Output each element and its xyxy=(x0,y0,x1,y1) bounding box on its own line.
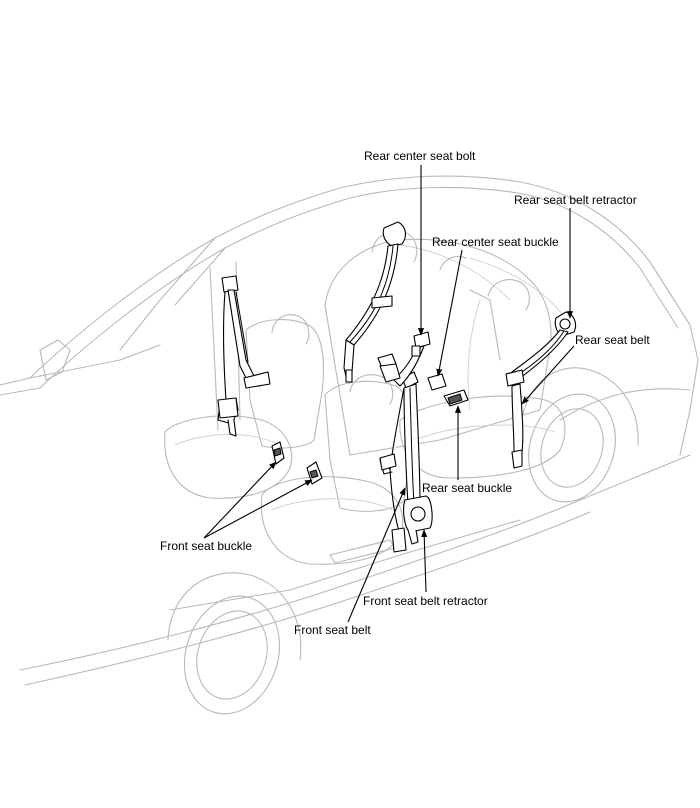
callout-labels: Rear center seat bolt Rear seat belt ret… xyxy=(160,149,650,637)
rear-center-seat-bolt xyxy=(393,331,431,387)
front-left-seat xyxy=(164,314,325,499)
label-rear-center-seat-buckle: Rear center seat buckle xyxy=(432,235,559,249)
label-rear-seat-belt: Rear seat belt xyxy=(575,333,650,347)
leader-front-seat-buckle-right xyxy=(203,479,313,539)
rear-right-seat-belt xyxy=(505,329,569,469)
front-left-seat-belt xyxy=(217,275,271,437)
rear-seat-buckle xyxy=(443,389,469,407)
leader-lines xyxy=(203,165,575,623)
leader-front-seat-buckle-left xyxy=(203,461,277,539)
rear-bench-seat xyxy=(324,230,566,479)
leader-rear-center-seat-buckle xyxy=(436,249,463,377)
car-body-outline xyxy=(0,175,699,715)
label-front-seat-belt-retractor: Front seat belt retractor xyxy=(363,594,488,608)
label-front-seat-buckle: Front seat buckle xyxy=(160,539,252,553)
leader-rear-seat-belt xyxy=(521,345,575,405)
leader-front-seat-belt-retractor xyxy=(421,529,428,593)
rear-center-seat-buckle xyxy=(377,353,447,391)
label-rear-seat-belt-retractor: Rear seat belt retractor xyxy=(514,193,637,207)
leader-front-seat-belt xyxy=(347,487,406,623)
front-left-seat-buckle xyxy=(271,441,285,465)
rear-left-seat-belt xyxy=(343,221,407,383)
label-front-seat-belt: Front seat belt xyxy=(294,623,371,637)
label-rear-center-seat-bolt: Rear center seat bolt xyxy=(364,149,476,163)
label-rear-seat-buckle: Rear seat buckle xyxy=(422,481,512,495)
front-right-seat-buckle xyxy=(306,461,323,485)
front-seat-belt-retractor xyxy=(403,495,433,545)
front-right-seat-belt xyxy=(379,371,421,553)
